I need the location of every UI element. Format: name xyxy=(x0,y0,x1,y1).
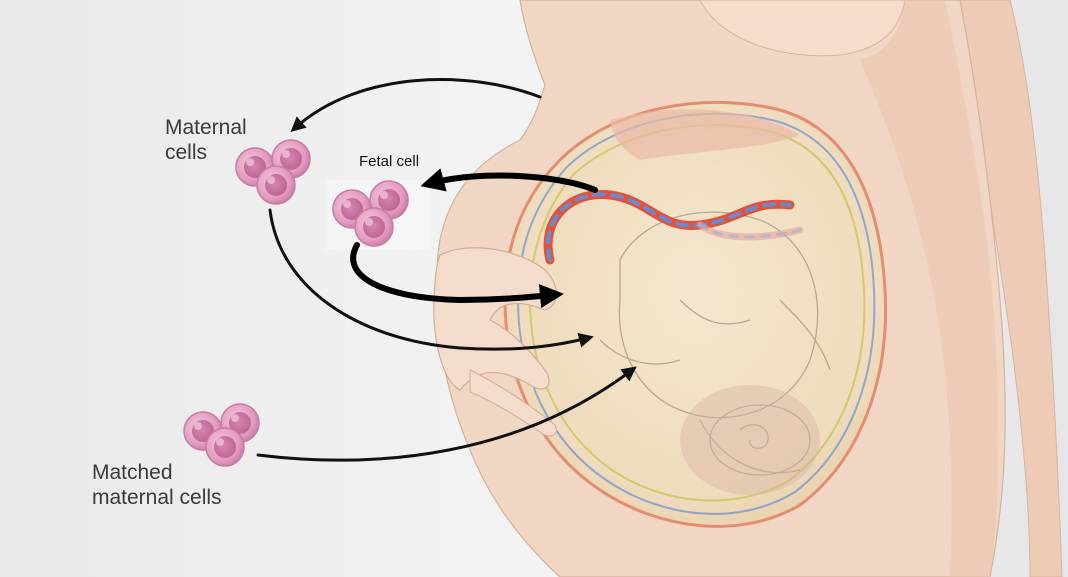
maternal-cells-label-line-2: cells xyxy=(165,141,247,166)
matched-maternal-cells-label-line-1: Matched xyxy=(92,461,222,486)
matched-maternal-cells-label: Matched maternal cells xyxy=(92,461,222,511)
maternal-cells-label-line-1: Maternal xyxy=(165,116,247,141)
maternal-cells-label: Maternal cells xyxy=(165,116,247,166)
matched-maternal-cells-label-line-2: maternal cells xyxy=(92,486,222,511)
fetal-cell-label: Fetal cell xyxy=(359,153,419,171)
